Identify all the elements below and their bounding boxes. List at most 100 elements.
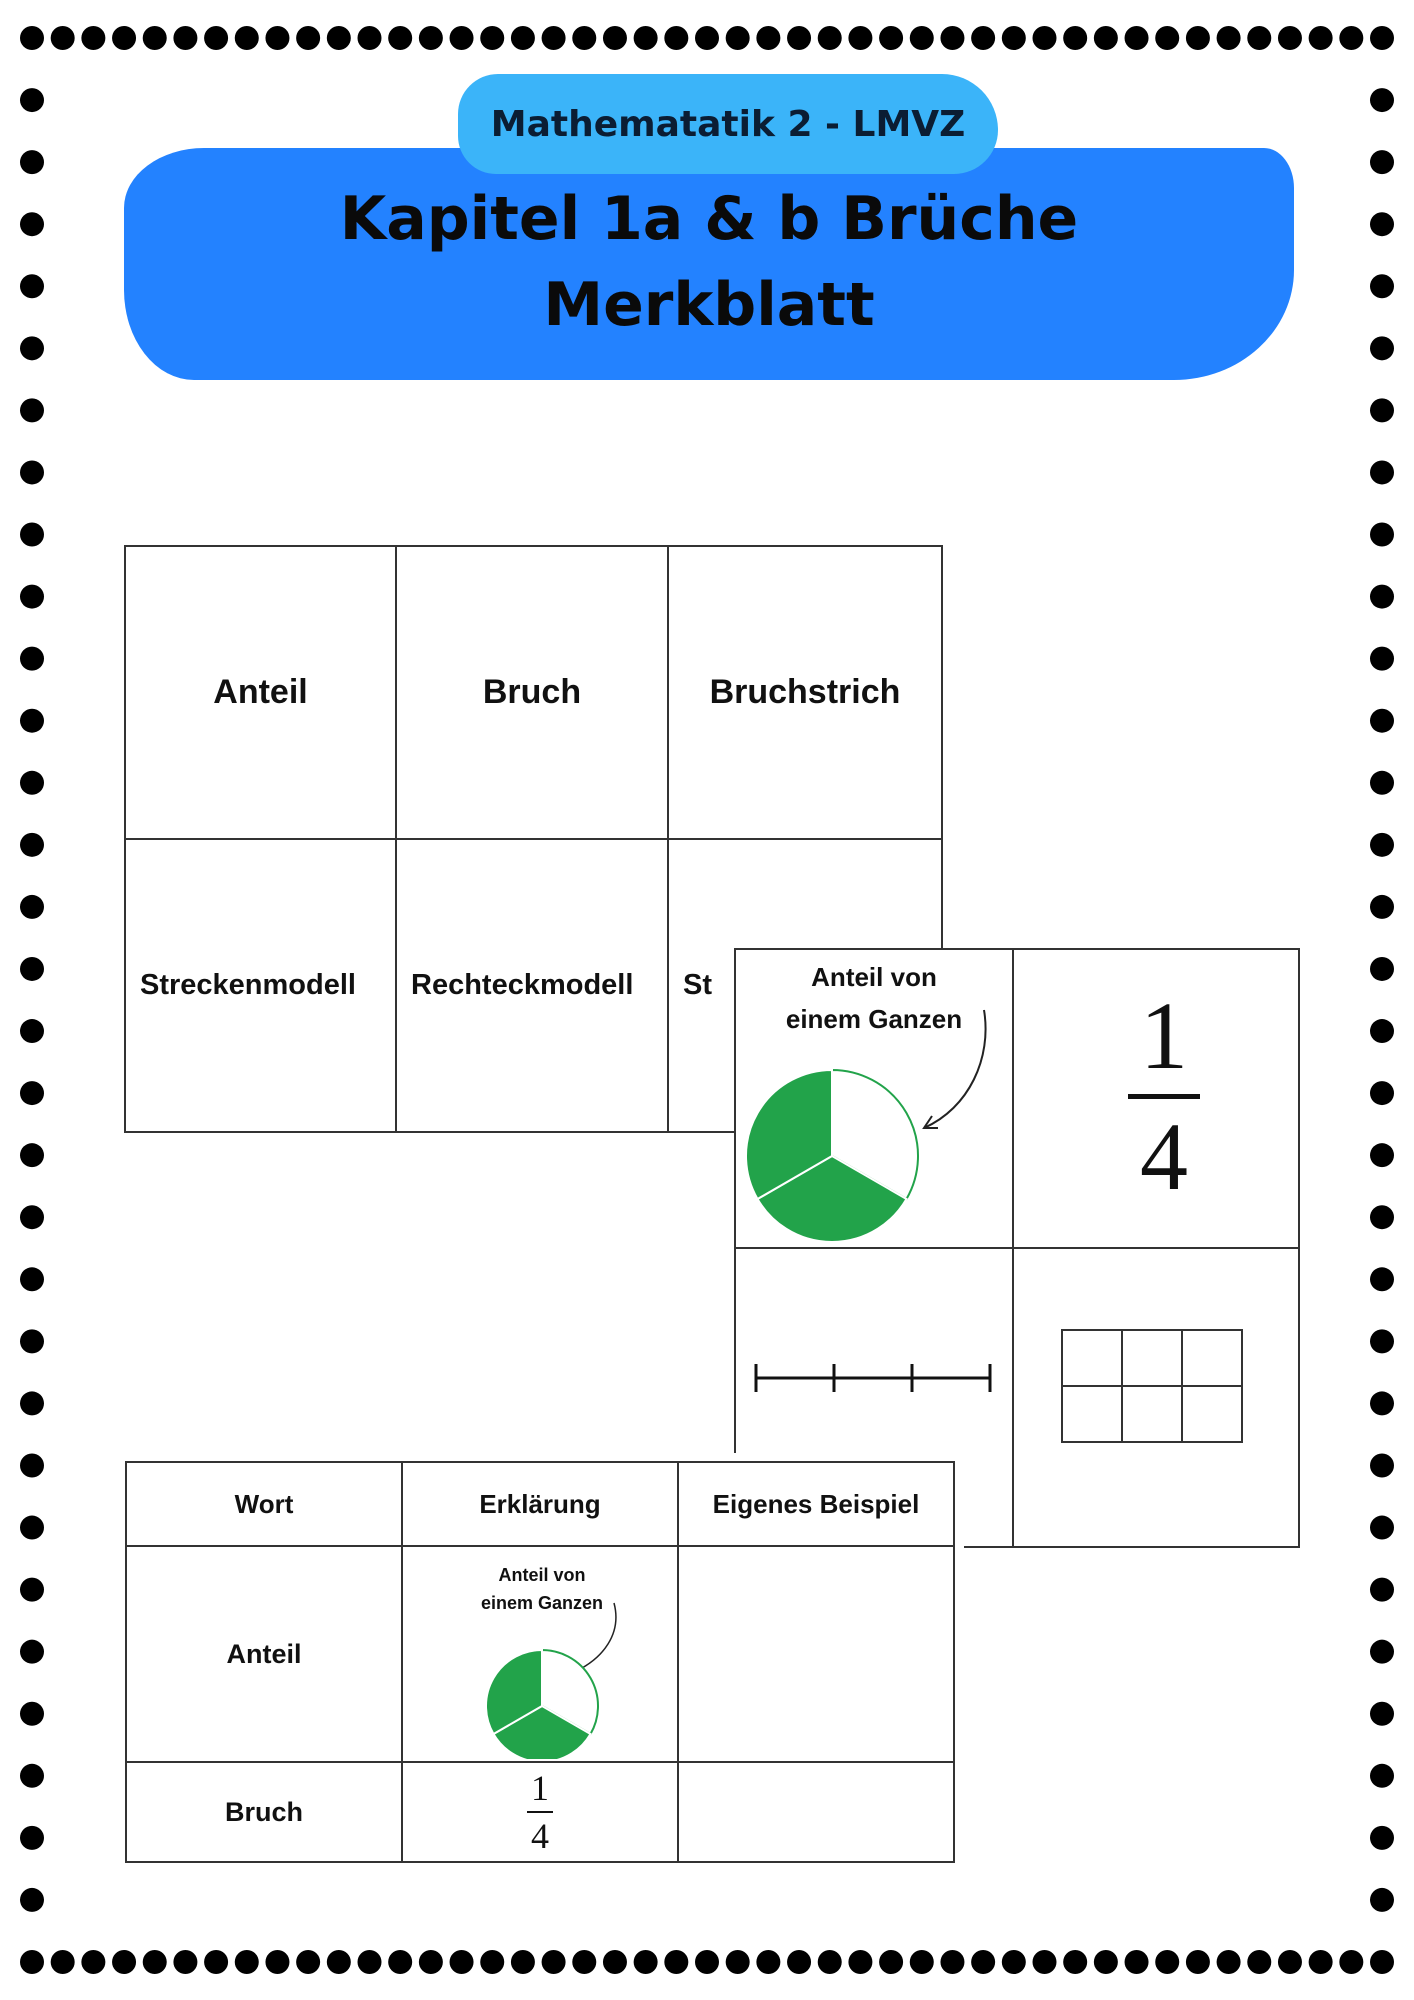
border-dot xyxy=(265,26,290,50)
border-dot xyxy=(1370,1515,1394,1540)
border-dot xyxy=(1308,1950,1333,1974)
border-dot xyxy=(1093,26,1118,50)
fraction-denominator: 4 xyxy=(1140,1103,1188,1210)
table-explanation-cell: Anteil von einem Ganzen xyxy=(401,1545,679,1763)
explanation-line2: einem Ganzen xyxy=(480,1593,604,1613)
border-dot xyxy=(20,1825,44,1850)
border-dot xyxy=(1370,150,1394,175)
border-dot xyxy=(449,26,474,50)
border-dot xyxy=(1370,274,1394,299)
border-dot xyxy=(1370,832,1394,857)
table-word-cell: Anteil xyxy=(125,1545,403,1763)
border-dot xyxy=(480,1950,505,1974)
word-table-card: Wort Erklärung Eigenes Beispiel Anteil A… xyxy=(125,1461,955,1863)
border-dot xyxy=(1370,894,1394,919)
word-table: Wort Erklärung Eigenes Beispiel Anteil A… xyxy=(125,1461,955,1863)
border-dot xyxy=(879,1950,904,1974)
table-row: Anteil Anteil von einem Ganzen xyxy=(125,1545,955,1763)
border-dot xyxy=(510,1950,535,1974)
vocab-cell: Bruchstrich xyxy=(667,545,943,840)
border-dot xyxy=(1124,1950,1149,1974)
border-dot xyxy=(20,460,44,485)
border-dot xyxy=(1370,708,1394,733)
vocab-word: Bruch xyxy=(482,673,582,711)
border-dot xyxy=(664,26,689,50)
border-dot xyxy=(20,1391,44,1416)
border-dot xyxy=(357,1950,382,1974)
border-dot xyxy=(112,1950,137,1974)
border-dot xyxy=(633,1950,658,1974)
border-dot xyxy=(388,1950,413,1974)
table-example-cell xyxy=(677,1761,955,1863)
table-header-row: Wort Erklärung Eigenes Beispiel xyxy=(125,1461,955,1547)
border-dot xyxy=(1308,26,1333,50)
border-dot xyxy=(357,26,382,50)
border-dot xyxy=(572,26,597,50)
table-row: Bruch 1 4 xyxy=(125,1761,955,1863)
border-dot xyxy=(296,1950,321,1974)
pie-slice xyxy=(756,1154,908,1243)
explanation-line1: Anteil von xyxy=(498,1565,586,1585)
border-dot xyxy=(326,1950,351,1974)
border-dot xyxy=(1370,770,1394,795)
vocab-word: Streckenmodell xyxy=(140,969,356,1001)
table-example-cell xyxy=(677,1545,955,1763)
border-dot xyxy=(20,1701,44,1726)
arrow-curve xyxy=(923,1009,987,1129)
grid-line xyxy=(734,948,1300,950)
border-dot xyxy=(1370,336,1394,361)
border-dot xyxy=(725,1950,750,1974)
border-dot xyxy=(142,26,167,50)
border-dot xyxy=(326,26,351,50)
border-dot xyxy=(204,26,229,50)
border-dot xyxy=(602,1950,627,1974)
border-dot xyxy=(20,522,44,547)
border-dot xyxy=(541,26,566,50)
border-dot xyxy=(20,1950,44,1974)
grid-line xyxy=(734,948,736,1453)
pie-slice xyxy=(485,1648,543,1736)
border-dot xyxy=(1370,1329,1394,1354)
border-dot xyxy=(20,274,44,299)
title-line-2: Merkblatt xyxy=(543,270,875,340)
border-dot xyxy=(817,1950,842,1974)
border-dot xyxy=(50,26,75,50)
explanation-drawing xyxy=(485,1602,617,1759)
pie-slice xyxy=(831,1068,919,1201)
border-dot xyxy=(848,1950,873,1974)
border-dot xyxy=(20,1639,44,1664)
border-dot xyxy=(695,1950,719,1974)
vocab-cell: Anteil xyxy=(124,545,397,840)
border-dot xyxy=(1032,26,1057,50)
anteil-label-line2: einem Ganzen xyxy=(785,1004,963,1034)
border-dot xyxy=(848,26,873,50)
border-dot xyxy=(1370,1205,1394,1230)
border-dot xyxy=(1370,522,1394,547)
border-dot xyxy=(1370,646,1394,671)
border-dot xyxy=(695,26,719,50)
border-dot xyxy=(541,1950,566,1974)
title-blob xyxy=(124,148,1294,380)
title-line-1: Kapitel 1a & b Brüche xyxy=(339,184,1079,254)
border-dot xyxy=(50,1950,75,1974)
border-dot xyxy=(20,26,44,50)
table-word-cell: Bruch xyxy=(125,1761,403,1863)
border-dot xyxy=(602,26,627,50)
border-dot xyxy=(1339,26,1364,50)
examples-card: Anteil von einem Ganzen 1 4 xyxy=(734,948,1300,1548)
border-dot xyxy=(1216,1950,1241,1974)
border-dot xyxy=(1370,88,1394,113)
fraction-bar xyxy=(527,1811,553,1813)
border-dot xyxy=(20,150,44,175)
fraction-denominator: 4 xyxy=(531,1816,549,1856)
border-dot xyxy=(971,26,996,50)
border-dot xyxy=(787,26,812,50)
table-explanation-cell: 1 4 xyxy=(401,1761,679,1863)
border-dot xyxy=(142,1950,167,1974)
border-dot xyxy=(1370,1267,1394,1292)
border-dot xyxy=(1370,1950,1394,1974)
border-dot xyxy=(20,1205,44,1230)
border-dot xyxy=(20,1577,44,1602)
border-dot xyxy=(1370,1391,1394,1416)
border-dot xyxy=(1370,1701,1394,1726)
